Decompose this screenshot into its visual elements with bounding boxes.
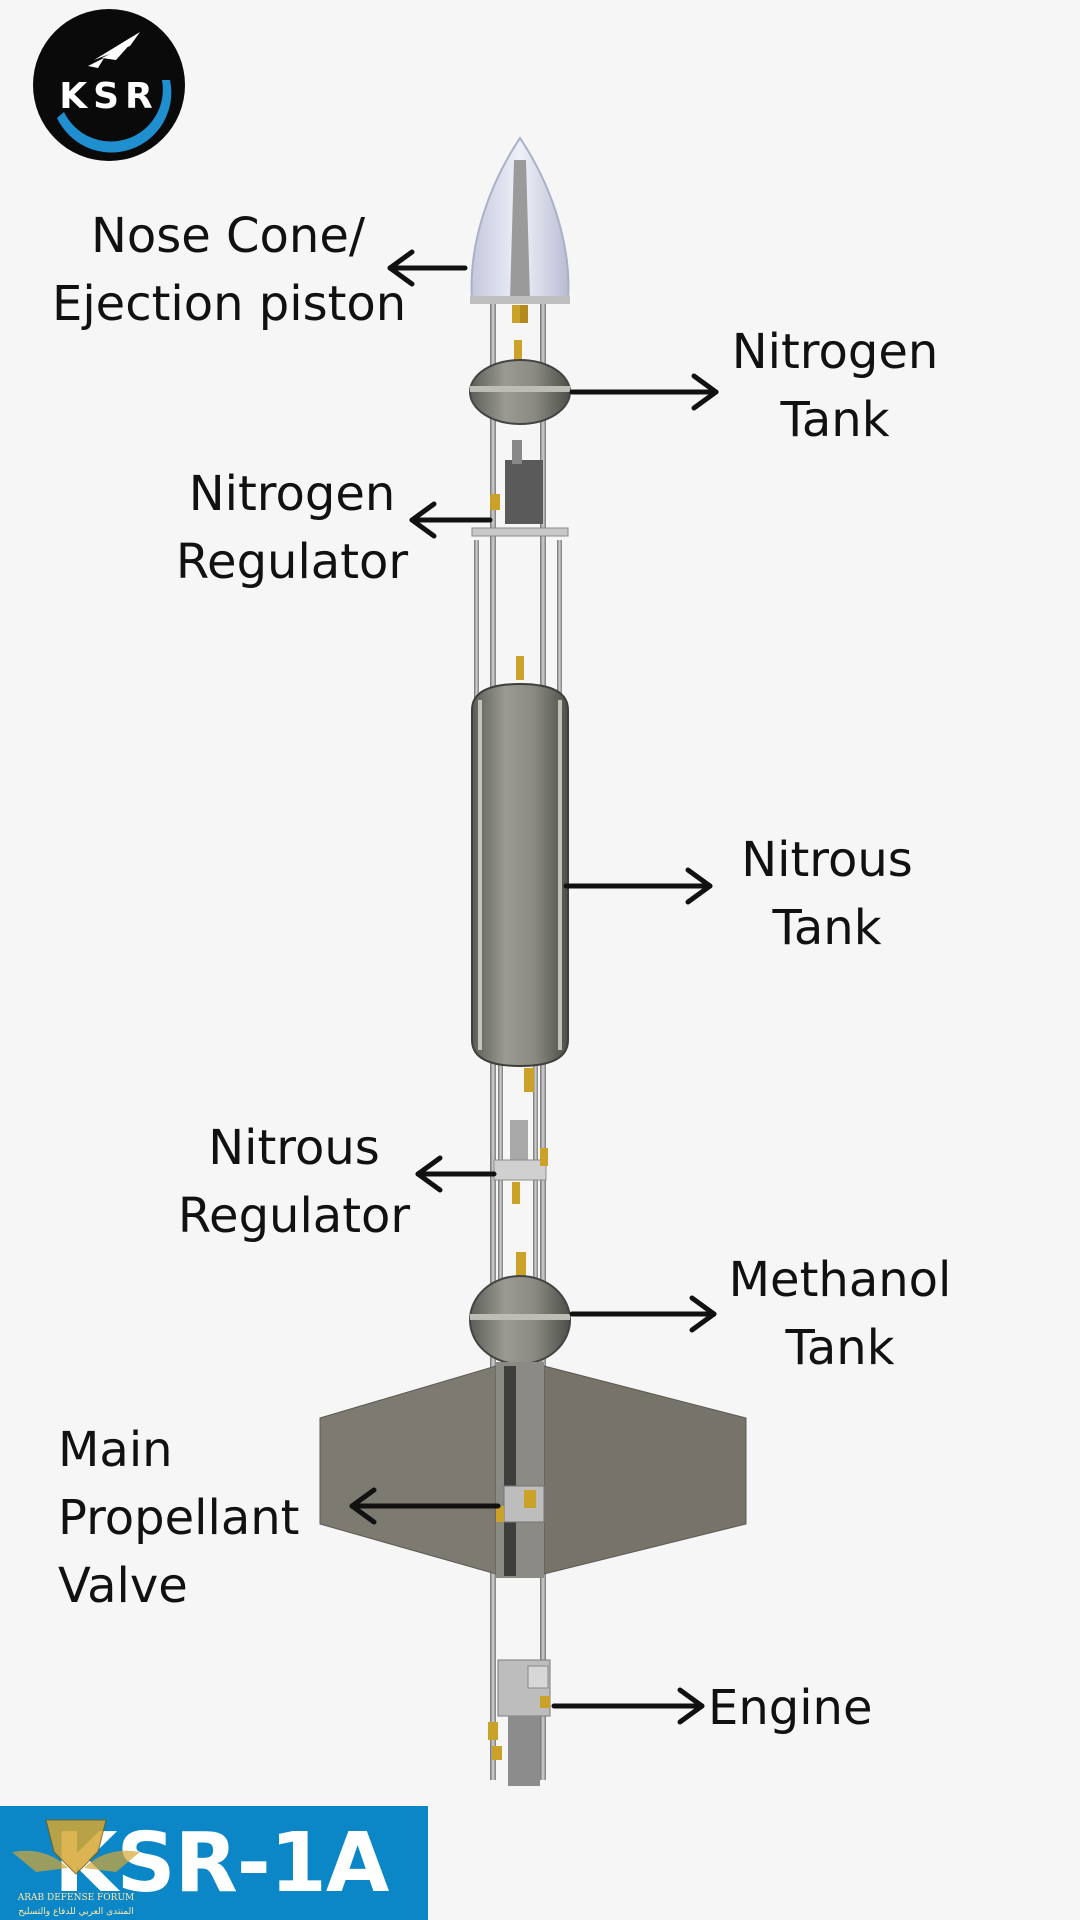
label-engine: Engine <box>708 1674 908 1742</box>
label-line: Nitrogen <box>188 466 396 522</box>
label-line: Nitrous <box>741 832 913 888</box>
label-line: Tank <box>780 392 890 448</box>
label-line: Regulator <box>177 1188 411 1244</box>
nitrous-tank-arrow <box>563 867 713 905</box>
wing-emblem-icon <box>45 1819 107 1875</box>
label-line: Main <box>58 1422 173 1478</box>
label-main-valve: Main Propellant Valve <box>58 1416 318 1620</box>
nitrous-regulator-arrow <box>415 1155 497 1193</box>
main-propellant-valve <box>496 1485 545 1523</box>
nitrogen-tank-arrow <box>569 373 719 411</box>
methanol-tank <box>469 1275 571 1365</box>
label-nitrogen-regulator: Nitrogen Regulator <box>172 460 412 596</box>
label-line: Propellant <box>58 1490 300 1546</box>
rocket-logo-icon <box>94 32 140 60</box>
label-line: Nitrogen <box>731 324 939 380</box>
arab-defense-forum-watermark: ARAB DEFENSE FORUM المنتدى العربي للدفاع… <box>12 1819 140 1917</box>
label-line: Nitrous <box>208 1120 380 1176</box>
watermark-line2: المنتدى العربي للدفاع والتسليح <box>18 1907 133 1917</box>
watermark-line1: ARAB DEFENSE FORUM <box>17 1893 135 1903</box>
label-nitrous-tank: Nitrous Tank <box>722 826 932 962</box>
label-line: Tank <box>772 900 882 956</box>
main-valve-arrow <box>349 1487 501 1525</box>
nose-cone-arrow <box>387 249 468 287</box>
label-line: Regulator <box>175 534 409 590</box>
label-line: Methanol <box>728 1252 952 1308</box>
label-methanol-tank: Methanol Tank <box>720 1246 960 1382</box>
label-line: Valve <box>58 1558 188 1614</box>
methanol-tank-arrow <box>569 1295 717 1333</box>
nitrous-tank <box>471 656 569 1092</box>
engine-arrow <box>551 1687 705 1725</box>
nitrogen-regulator-arrow <box>409 501 493 539</box>
engine <box>488 1659 551 1786</box>
fins <box>319 1362 747 1578</box>
arrows <box>349 249 719 1725</box>
label-line: Engine <box>708 1680 873 1736</box>
nitrogen-tank <box>469 340 571 425</box>
nitrous-regulator <box>493 1120 548 1276</box>
logo-text: KSR <box>59 76 159 117</box>
label-line: Tank <box>785 1320 895 1376</box>
nose-cone <box>470 136 570 323</box>
label-line: Ejection piston <box>52 276 407 332</box>
ksr-logo: KSR <box>33 9 185 161</box>
label-nose-cone: Nose Cone/ Ejection piston <box>52 202 407 338</box>
nitrogen-regulator <box>471 440 569 537</box>
label-line: Nose Cone/ <box>90 208 366 264</box>
label-nitrogen-tank: Nitrogen Tank <box>720 318 950 454</box>
label-nitrous-regulator: Nitrous Regulator <box>174 1114 414 1250</box>
